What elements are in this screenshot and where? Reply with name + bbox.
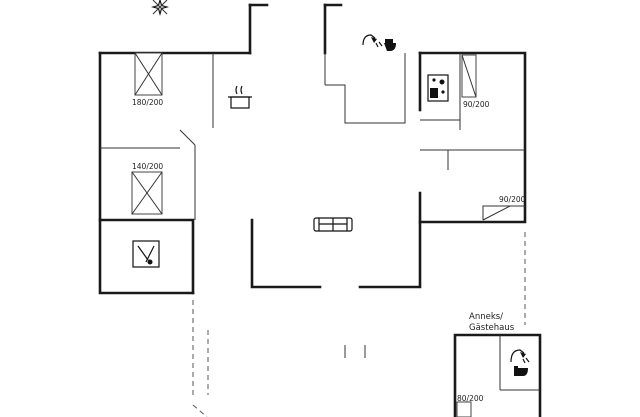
bed-180-200 xyxy=(134,52,163,96)
bed-90-200-upper xyxy=(461,54,477,98)
annex-label-line2: Gästehaus xyxy=(469,323,515,333)
bed-label-180-200: 180/200 xyxy=(132,98,163,107)
annex-walls xyxy=(453,333,542,417)
cooking-pot-icon xyxy=(228,85,252,109)
sofa-icon xyxy=(313,217,353,232)
washing-machine-icon xyxy=(427,74,449,102)
bed-label-90-200-upper: 90/200 xyxy=(463,100,490,109)
shower-toilet-icon xyxy=(362,34,396,51)
bed-label-90-200-lower: 90/200 xyxy=(499,195,526,204)
annex-label-line1: Anneks/ xyxy=(469,312,503,322)
tools-icon xyxy=(132,240,160,268)
main-house-walls xyxy=(98,3,527,295)
bed-140-200 xyxy=(131,171,163,215)
terrace-outline xyxy=(192,232,526,417)
bed-label-140-200: 140/200 xyxy=(132,162,163,171)
bed-label-80-200: 80/200 xyxy=(457,394,484,403)
interior-walls xyxy=(100,53,525,220)
shower-toilet-icon xyxy=(510,349,530,376)
compass-rose-icon xyxy=(151,0,169,16)
bed-90-200-lower xyxy=(482,205,525,221)
